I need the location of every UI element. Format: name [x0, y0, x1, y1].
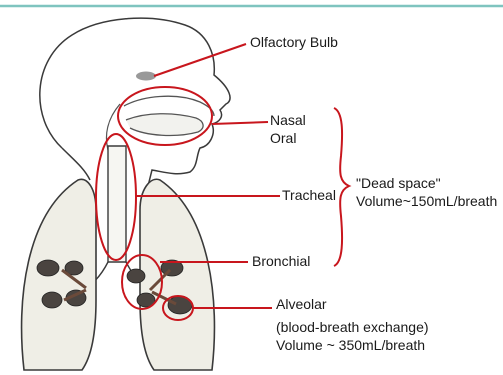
dead-space-title: "Dead space": [356, 175, 441, 192]
nasal-leader: [212, 122, 268, 124]
dead-space-brace: [334, 108, 349, 266]
nasal-label: Nasal: [270, 112, 306, 129]
alveolar-label: Alveolar: [276, 296, 327, 313]
bronchial-label: Bronchial: [252, 253, 310, 270]
dead-space-volume: Volume~150mL/breath: [356, 193, 497, 210]
oral-passage: [126, 114, 203, 136]
olfactory-bulb-shape: [136, 72, 156, 81]
alveolar-volume-label: Volume ~ 350mL/breath: [276, 337, 425, 354]
olfactory-leader: [154, 44, 246, 76]
tracheal-label: Tracheal: [282, 187, 336, 204]
nasal-passage: [124, 96, 214, 116]
neck-back-outline: [62, 148, 90, 180]
oral-label: Oral: [270, 130, 296, 147]
trachea: [108, 146, 126, 262]
olfactory-bulb-label: Olfactory Bulb: [250, 34, 338, 51]
left-lung: [22, 179, 96, 370]
alveolar-exchange-label: (blood-breath exchange): [276, 319, 429, 336]
